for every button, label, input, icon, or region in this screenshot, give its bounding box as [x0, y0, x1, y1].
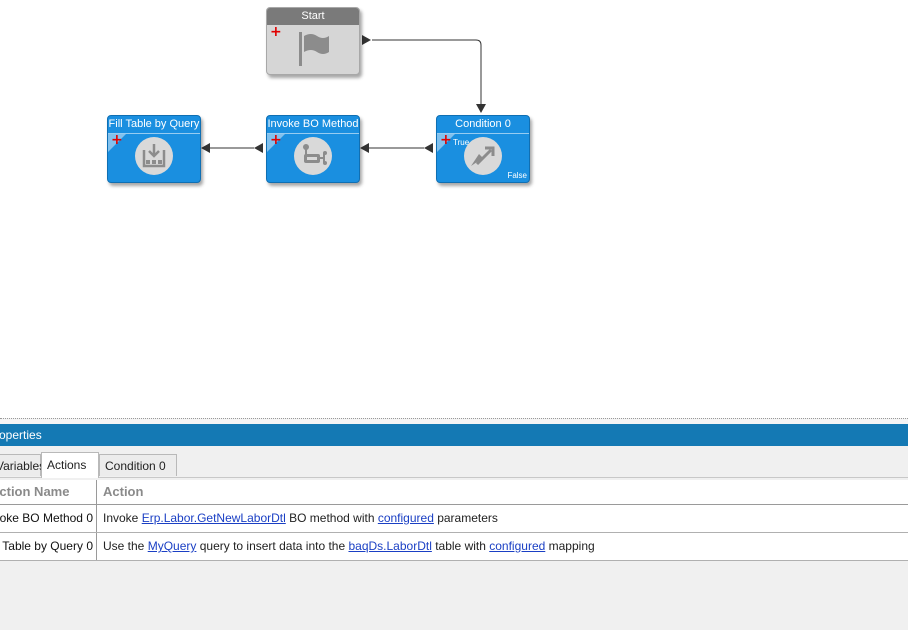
tab-label: Condition 0: [105, 459, 166, 473]
table-row[interactable]: Fill Table by Query 0 Use the MyQuery qu…: [0, 533, 908, 561]
properties-panel: Properties Variables Actions Condition 0…: [0, 424, 908, 630]
tab-variables[interactable]: Variables: [0, 454, 45, 476]
tab-condition-0[interactable]: Condition 0: [99, 454, 177, 476]
properties-header: Properties: [0, 424, 908, 446]
connectors-layer: [201, 35, 486, 153]
parameters-configured-link[interactable]: configured: [377, 511, 434, 525]
workflow-canvas[interactable]: Start + Condition 0 + True False Invoke …: [0, 0, 908, 418]
arrowhead-condition-in: [476, 104, 486, 113]
start-node[interactable]: Start +: [266, 7, 360, 75]
node-title: Start: [267, 8, 359, 25]
properties-tabs: Variables Actions Condition 0: [0, 452, 908, 478]
properties-title: Properties: [0, 428, 42, 442]
column-header-action-name[interactable]: Action Name: [0, 480, 97, 504]
arrowhead-fill-in: [201, 143, 210, 153]
invoke-out-port[interactable]: [254, 143, 263, 153]
table-link[interactable]: baqDs.LaborDtl: [348, 539, 432, 553]
condition-in-port[interactable]: [424, 143, 433, 153]
condition-node[interactable]: Condition 0 + True False: [436, 115, 530, 183]
start-out-port[interactable]: [362, 35, 371, 45]
add-icon[interactable]: +: [270, 24, 282, 40]
node-corner-decoration: [267, 134, 285, 152]
node-corner-decoration: [108, 134, 126, 152]
flag-icon: [299, 32, 329, 66]
condition-arrow-icon: [464, 137, 502, 175]
mapping-configured-link[interactable]: configured: [489, 539, 546, 553]
add-icon[interactable]: +: [111, 132, 123, 148]
node-title: Invoke BO Method: [267, 116, 359, 134]
add-icon[interactable]: +: [440, 132, 452, 148]
bo-method-icon: [294, 137, 332, 175]
bo-method-link[interactable]: Erp.Labor.GetNewLaborDtl: [141, 511, 286, 525]
node-title: Fill Table by Query: [108, 116, 200, 134]
table-row[interactable]: Invoke BO Method 0 Invoke Erp.Labor.GetN…: [0, 505, 908, 533]
connector-start-condition: [372, 39, 482, 106]
actions-table: Action Name Action Invoke BO Method 0 In…: [0, 480, 908, 561]
tab-label: Actions: [47, 458, 87, 472]
node-title: Condition 0: [437, 116, 529, 134]
tab-actions[interactable]: Actions: [41, 452, 99, 478]
false-branch-label: False: [507, 171, 527, 180]
fill-table-icon: [135, 137, 173, 175]
action-name-cell: Invoke BO Method 0: [0, 505, 97, 532]
column-header-action[interactable]: Action: [103, 484, 144, 499]
true-branch-label: True: [453, 138, 470, 147]
query-link[interactable]: MyQuery: [147, 539, 197, 553]
fill-table-by-query-node[interactable]: Fill Table by Query +: [107, 115, 201, 183]
action-description-cell: Use the MyQuery query to insert data int…: [103, 539, 595, 553]
action-description-cell: Invoke Erp.Labor.GetNewLaborDtl BO metho…: [103, 511, 498, 525]
panel-splitter[interactable]: [0, 418, 908, 425]
invoke-bo-method-node[interactable]: Invoke BO Method +: [266, 115, 360, 183]
tab-label: Variables: [0, 459, 46, 473]
add-icon[interactable]: +: [270, 132, 282, 148]
table-header-row: Action Name Action: [0, 480, 908, 505]
arrowhead-invoke-in: [360, 143, 369, 153]
node-corner-decoration: [437, 134, 455, 152]
action-name-cell: Fill Table by Query 0: [0, 533, 97, 560]
